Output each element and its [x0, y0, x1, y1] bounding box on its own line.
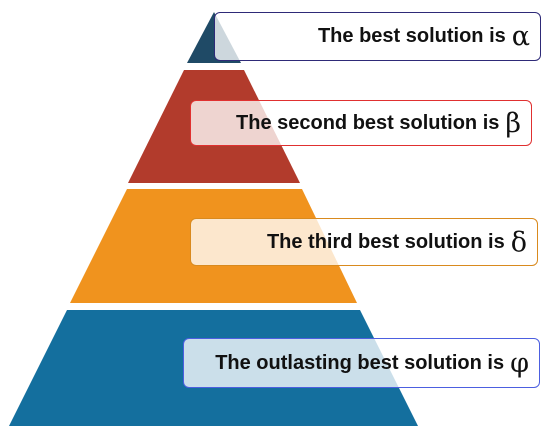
level-1-label-box: The best solution is α: [214, 12, 541, 61]
delta-symbol: δ: [510, 226, 527, 258]
alpha-symbol: α: [511, 21, 530, 52]
level-2-label-box: The second best solution is β: [190, 100, 532, 146]
level-1-text: The best solution is: [317, 25, 506, 47]
level-2-text: The second best solution is: [236, 111, 500, 134]
level-4-text: The outlasting best solution is: [215, 351, 505, 374]
level-3-label-box: The third best solution is δ: [190, 218, 538, 266]
phi-symbol: φ: [510, 347, 529, 379]
level-4-label-box: The outlasting best solution is φ: [183, 338, 540, 388]
beta-symbol: β: [505, 107, 521, 139]
level-3-text: The third best solution is: [266, 230, 505, 253]
